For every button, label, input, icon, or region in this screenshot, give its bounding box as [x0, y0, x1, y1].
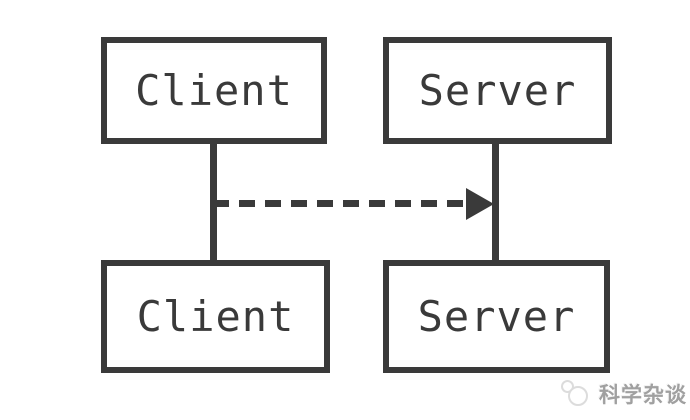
chat-bubbles-icon: [560, 378, 594, 410]
node-client-top: Client: [101, 37, 327, 144]
watermark: 科学杂谈: [560, 378, 687, 410]
node-client-top-label: Client: [135, 66, 293, 115]
node-server-top: Server: [383, 37, 612, 144]
watermark-text: 科学杂谈: [599, 383, 687, 407]
node-client-bottom: Client: [101, 260, 330, 373]
arrowhead-icon: [466, 188, 494, 220]
node-client-bottom-label: Client: [136, 292, 295, 341]
node-server-bottom: Server: [383, 260, 610, 373]
connector-server-vertical-line: [492, 144, 499, 260]
node-server-top-label: Server: [418, 66, 577, 115]
dashed-arrow-line: [213, 200, 468, 207]
node-server-bottom-label: Server: [417, 292, 576, 341]
